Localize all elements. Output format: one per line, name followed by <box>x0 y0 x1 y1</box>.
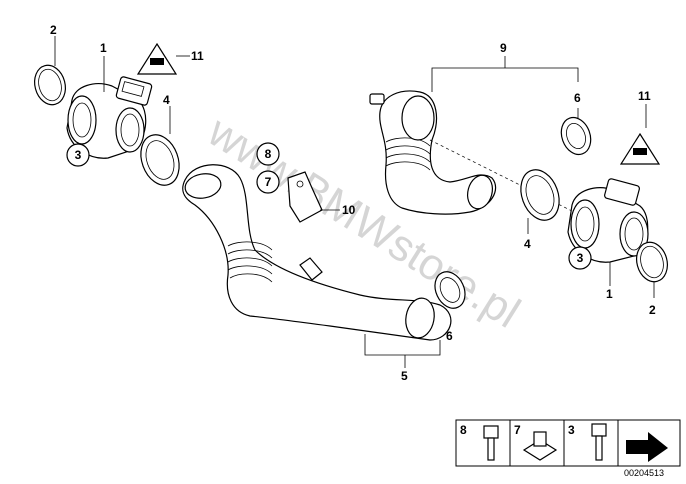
bolt-icon <box>483 425 499 461</box>
intake-hose[interactable] <box>182 164 452 341</box>
label-8: 8 <box>265 147 272 161</box>
label-6-upper: 6 <box>574 91 581 105</box>
callout-3-left <box>66 143 90 167</box>
label-5: 5 <box>401 369 408 383</box>
o-ring-left[interactable] <box>30 62 69 108</box>
label-1-right: 1 <box>606 287 613 301</box>
label-6-lower: 6 <box>446 329 453 343</box>
grommet-upper[interactable] <box>556 113 595 158</box>
grommet-lower[interactable] <box>429 267 470 313</box>
diagram-code: 00204513 <box>624 468 664 478</box>
warning-triangle-icon <box>619 132 661 165</box>
legend-label-8: 8 <box>460 423 467 437</box>
warning-triangle-icon <box>136 42 178 75</box>
intake-hose-right[interactable] <box>369 90 497 215</box>
label-11-left: 11 <box>191 49 204 63</box>
clamp-ring-right[interactable] <box>514 164 566 225</box>
clamp-ring-left[interactable] <box>134 129 186 190</box>
legend-label-7: 7 <box>514 423 521 437</box>
callout-7 <box>256 170 280 194</box>
screw-icon <box>591 423 607 461</box>
nut-clip-icon <box>522 431 558 461</box>
label-10: 10 <box>342 203 356 217</box>
label-7: 7 <box>265 175 272 189</box>
label-3-left: 3 <box>75 148 82 162</box>
fastener-legend: 8 7 3 <box>455 419 681 467</box>
air-mass-meter-right[interactable] <box>567 178 649 263</box>
callout-3-right <box>568 246 592 270</box>
label-11-right: 11 <box>638 89 651 103</box>
label-1-left: 1 <box>100 41 107 55</box>
air-mass-meter-left[interactable] <box>66 76 153 159</box>
label-3-right: 3 <box>577 251 584 265</box>
label-4-right: 4 <box>524 237 531 251</box>
legend-label-3: 3 <box>568 423 575 437</box>
navigation-arrow-icon[interactable] <box>626 432 668 462</box>
label-2-right: 2 <box>649 303 656 317</box>
label-4-left: 4 <box>163 93 170 107</box>
o-ring-right[interactable] <box>632 239 671 285</box>
label-9: 9 <box>500 41 507 55</box>
label-2-left: 2 <box>50 23 57 37</box>
callout-8 <box>256 142 280 166</box>
